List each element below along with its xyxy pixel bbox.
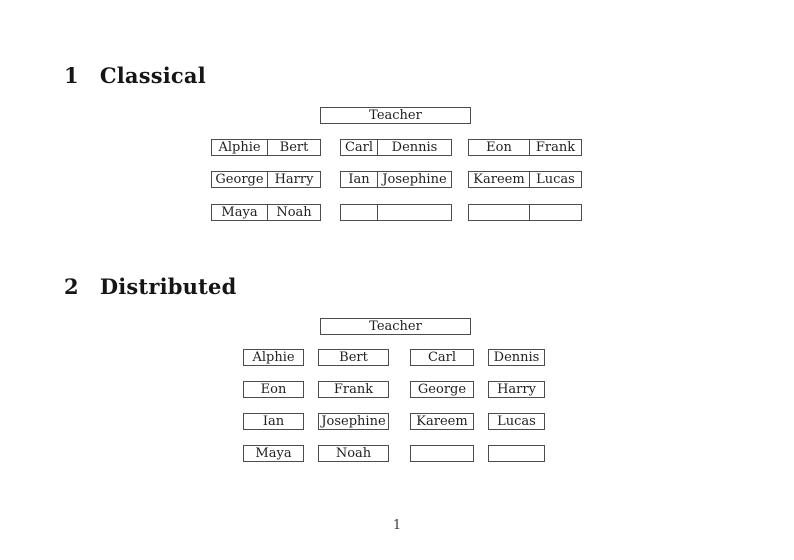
section-title: Distributed	[99, 274, 237, 299]
seat-cell: George	[212, 172, 268, 187]
section-title: Classical	[99, 63, 206, 88]
desk-pair-maya-noah: Maya Noah	[211, 204, 321, 221]
seat-cell-empty	[378, 205, 451, 220]
seat-box-josephine: Josephine	[318, 413, 389, 430]
teacher-box-distributed: Teacher	[320, 318, 471, 335]
desk-pair-empty-1	[340, 204, 452, 221]
seat-box-empty-2	[488, 445, 545, 462]
seat-box-alphie: Alphie	[243, 349, 304, 366]
section-heading-distributed: 2 Distributed	[64, 274, 236, 299]
seat-cell: Josephine	[382, 172, 447, 187]
teacher-label: Teacher	[369, 108, 422, 123]
seat-cell: Maya	[212, 205, 268, 220]
section-number: 1	[64, 63, 79, 88]
desk-pair-carl-dennis: Carl Dennis	[340, 139, 452, 156]
seat-cell: Dennis	[391, 140, 438, 155]
section-heading-classical: 1 Classical	[64, 63, 206, 88]
seat-cell: Ian	[341, 172, 378, 187]
seat-cell: Alphie	[212, 140, 268, 155]
seat-box-eon: Eon	[243, 381, 304, 398]
desk-pair-ian-josephine: Ian Josephine	[340, 171, 452, 188]
desk-pair-kareem-lucas: Kareem Lucas	[468, 171, 582, 188]
seat-box-frank: Frank	[318, 381, 389, 398]
seat-cell-empty	[530, 205, 581, 220]
seat-box-ian: Ian	[243, 413, 304, 430]
teacher-label: Teacher	[369, 319, 422, 334]
seat-cell: Lucas	[536, 172, 575, 187]
seat-cell: Harry	[274, 172, 314, 187]
seat-cell: Bert	[279, 140, 309, 155]
seat-cell-empty	[341, 205, 378, 220]
seat-cell-empty	[469, 205, 530, 220]
seat-cell: Eon	[469, 140, 530, 155]
section-number: 2	[64, 274, 79, 299]
seat-box-noah: Noah	[318, 445, 389, 462]
seat-cell: Kareem	[469, 172, 530, 187]
seat-box-george: George	[410, 381, 474, 398]
page-number: 1	[392, 518, 402, 533]
desk-pair-george-harry: George Harry	[211, 171, 321, 188]
seat-box-lucas: Lucas	[488, 413, 545, 430]
desk-pair-alphie-bert: Alphie Bert	[211, 139, 321, 156]
seat-box-bert: Bert	[318, 349, 389, 366]
seat-cell: Frank	[535, 140, 576, 155]
seat-box-kareem: Kareem	[410, 413, 474, 430]
seat-box-dennis: Dennis	[488, 349, 545, 366]
teacher-box-classical: Teacher	[320, 107, 471, 124]
desk-pair-eon-frank: Eon Frank	[468, 139, 582, 156]
seat-box-harry: Harry	[488, 381, 545, 398]
seat-box-empty-1	[410, 445, 474, 462]
seat-box-maya: Maya	[243, 445, 304, 462]
seat-cell: Noah	[276, 205, 312, 220]
desk-pair-empty-2	[468, 204, 582, 221]
seat-cell: Carl	[341, 140, 378, 155]
seat-box-carl: Carl	[410, 349, 474, 366]
